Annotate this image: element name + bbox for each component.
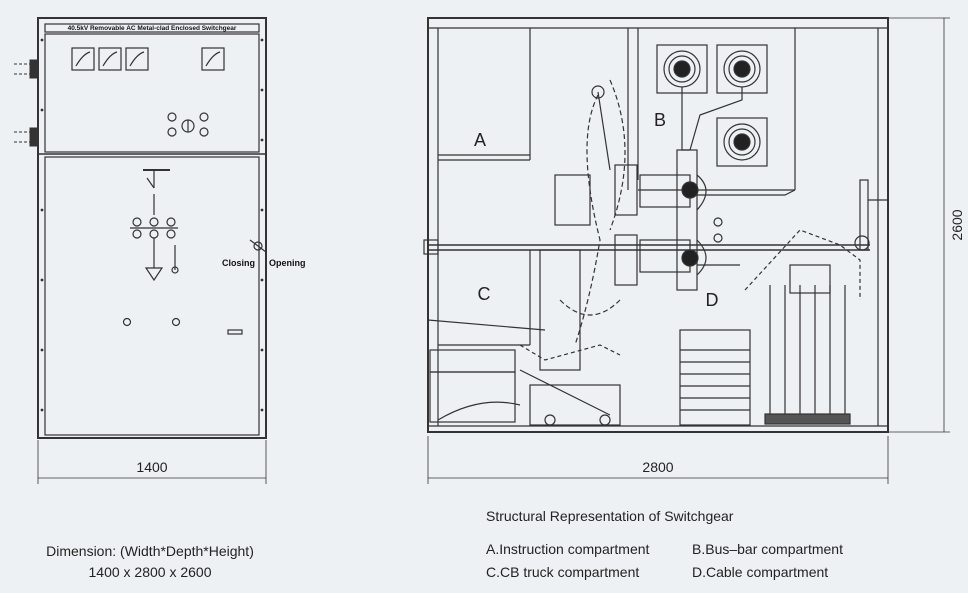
door-hinges: [14, 59, 39, 147]
lower-door: [44, 156, 260, 436]
lock-hole: [122, 317, 132, 327]
meter-icon: [71, 47, 95, 71]
height-dimension: [888, 17, 950, 433]
front-panel-title: 40.5kV Removable AC Metal-clad Enclosed …: [68, 25, 237, 32]
legend-item-a: A.Instruction compartment: [486, 541, 650, 557]
bus-bar-bushings: [656, 44, 768, 167]
front-panel-outline: [37, 17, 267, 439]
handle-slot: [227, 329, 243, 335]
meter-icon: [125, 47, 149, 71]
mimic-diagram: [130, 169, 179, 282]
drawer-unit: [427, 319, 546, 423]
cable-terminations: [744, 229, 861, 425]
side-view: A B C D 2600 2800: [423, 17, 965, 484]
compartment-label-b: B: [654, 110, 666, 130]
opening-label: Opening: [269, 258, 306, 268]
width-dimension: [37, 440, 267, 484]
operating-handle-icon: [249, 239, 267, 253]
circuit-breaker: [574, 79, 796, 346]
legend-item-c: C.CB truck compartment: [486, 564, 640, 580]
front-view: 40.5kV Removable AC Metal-clad Enclosed …: [14, 17, 306, 484]
legend-item-d: D.Cable compartment: [692, 564, 829, 580]
meter-icon: [98, 47, 122, 71]
compartment-label-a: A: [474, 130, 486, 150]
rivets: [40, 38, 264, 412]
depth-dimension-label: 2800: [642, 459, 673, 475]
current-transformer: [679, 329, 751, 426]
depth-dimension: [427, 436, 889, 484]
legend-item-b: B.Bus–bar compartment: [692, 541, 843, 557]
side-outline: [427, 17, 889, 433]
control-knobs: [167, 112, 209, 137]
width-dimension-label: 1400: [136, 459, 167, 475]
dimension-label: Dimension: (Width*Depth*Height): [46, 543, 254, 559]
caption-title: Structural Representation of Switchgear: [486, 508, 734, 524]
dimension-value: 1400 x 2800 x 2600: [88, 564, 212, 580]
compartment-label-d: D: [706, 290, 719, 310]
meter-group: [71, 47, 225, 71]
compartment-label-c: C: [478, 284, 491, 304]
height-dimension-label: 2600: [949, 209, 965, 240]
closing-label: Closing: [222, 258, 255, 268]
right-mechanism: [854, 179, 888, 251]
upper-door: [44, 33, 260, 153]
meter-icon: [201, 47, 225, 71]
lock-hole: [171, 317, 181, 327]
front-top-strip: [44, 23, 260, 33]
cb-truck: [519, 174, 621, 426]
